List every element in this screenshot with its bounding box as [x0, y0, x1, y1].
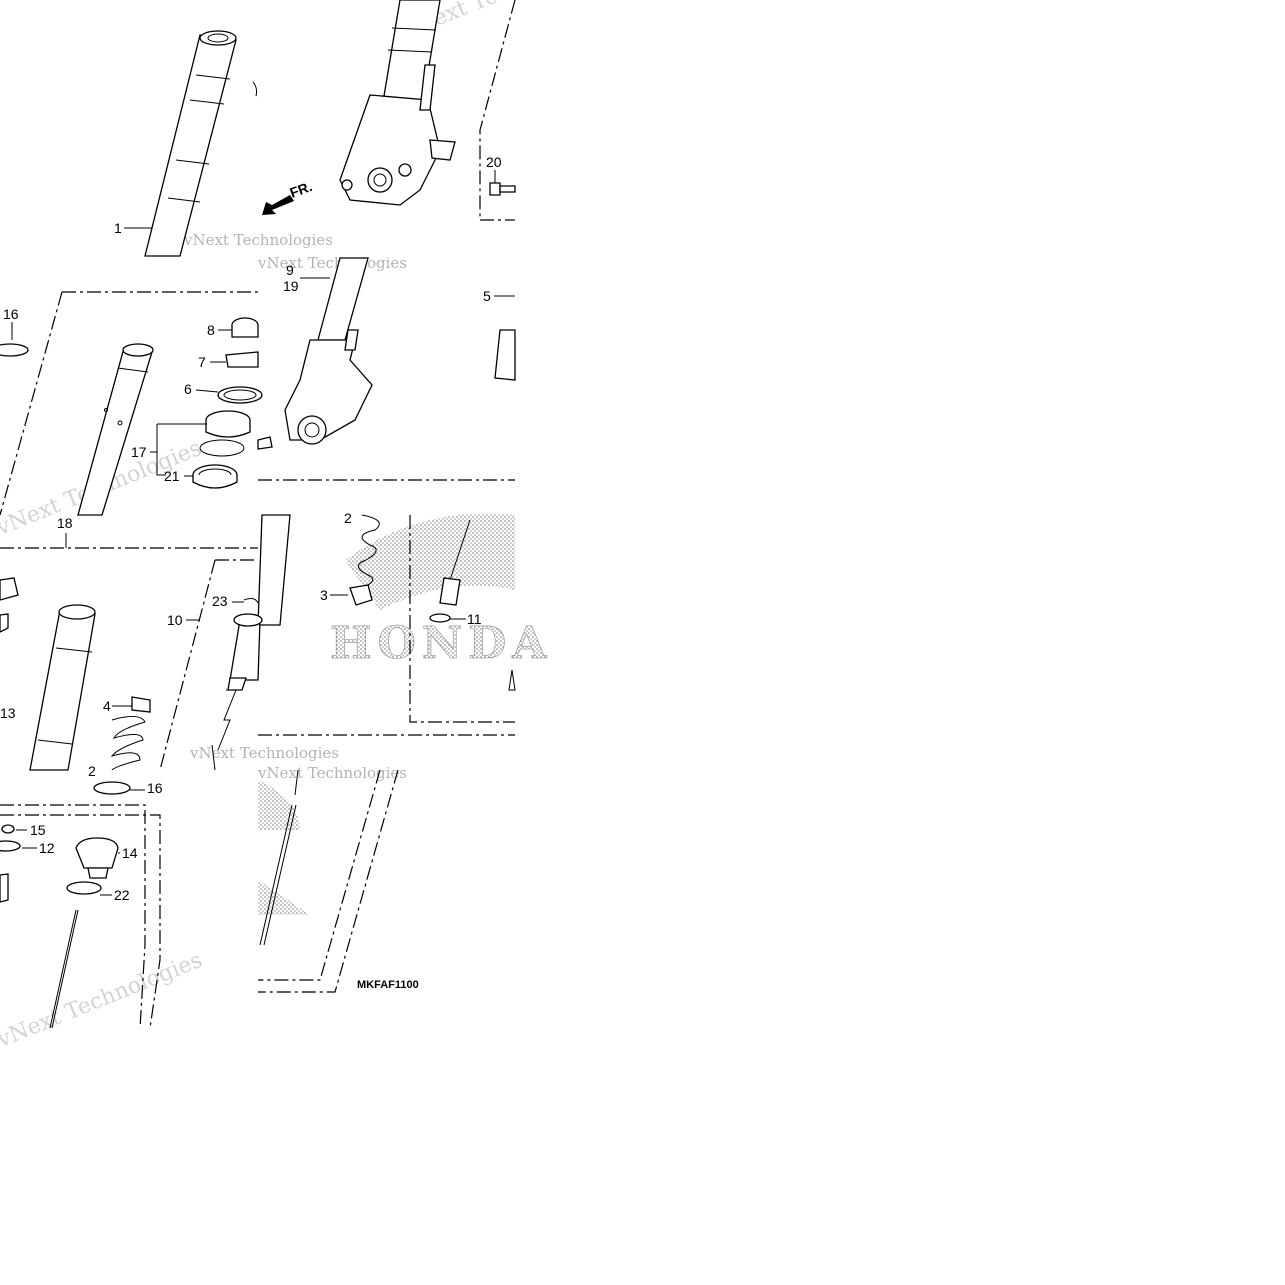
callout-label: 16 — [147, 780, 163, 796]
watermark-text: vNext Technologies — [189, 744, 339, 762]
callout-label: 7 — [198, 354, 206, 370]
callout-label: 9 — [286, 262, 294, 278]
callout-label: 16 — [3, 306, 19, 322]
watermark-text: vNext Technologies — [257, 254, 407, 272]
fork-inner-tube — [144, 30, 258, 257]
leader-lines — [11, 227, 508, 896]
callout-label: 15 — [30, 822, 46, 838]
watermark-text: vNext Technologies — [0, 948, 206, 1053]
callout-label: 18 — [57, 515, 73, 531]
fork-slider-assembly — [257, 257, 516, 450]
callout-label: 2 — [344, 510, 352, 526]
callout-label: 5 — [483, 288, 491, 304]
watermark-text: vNext Technologies — [183, 231, 333, 249]
front-direction-arrow: FR. — [262, 178, 314, 215]
callout-label: 3 — [320, 587, 328, 603]
callout-label: 10 — [167, 612, 183, 628]
callout-label: 1 — [114, 220, 122, 236]
honda-logo-text: HONDA — [330, 618, 552, 669]
callout-label: 21 — [164, 468, 180, 484]
honda-logo: HONDA — [258, 513, 552, 915]
callout-label: 12 — [39, 840, 55, 856]
direction-label: FR. — [288, 178, 315, 201]
diagram-code: MKFAF1100 — [357, 979, 419, 991]
watermark-text: vNext Technologies — [257, 764, 407, 782]
callout-label: 11 — [467, 611, 482, 627]
callout-label: 23 — [212, 593, 228, 609]
fork-inner-assembly — [0, 577, 151, 771]
callout-label: 13 — [0, 705, 16, 721]
callout-label: 19 — [283, 278, 299, 294]
assembly-boundaries — [0, 0, 516, 1029]
fork-cap-parts — [0, 769, 299, 1029]
watermark-group: vNext Technologies vNext Technologies vN… — [0, 0, 612, 1053]
callout-label: 22 — [114, 887, 130, 903]
callout-label: 8 — [207, 322, 215, 338]
callout-label: 20 — [486, 154, 502, 170]
bolt-part — [489, 170, 516, 196]
fork-outer-slider — [339, 0, 456, 206]
callout-labels: 1 2 2 3 4 5 6 7 8 9 10 11 12 13 14 15 16… — [0, 154, 502, 903]
callout-label: 4 — [103, 698, 111, 714]
callout-label: 6 — [184, 381, 192, 397]
callout-label: 2 — [88, 763, 96, 779]
callout-label: 17 — [131, 444, 147, 460]
damper-cartridge — [211, 514, 516, 771]
fork-tube-and-seals — [0, 317, 263, 516]
callout-label: 14 — [122, 845, 138, 861]
